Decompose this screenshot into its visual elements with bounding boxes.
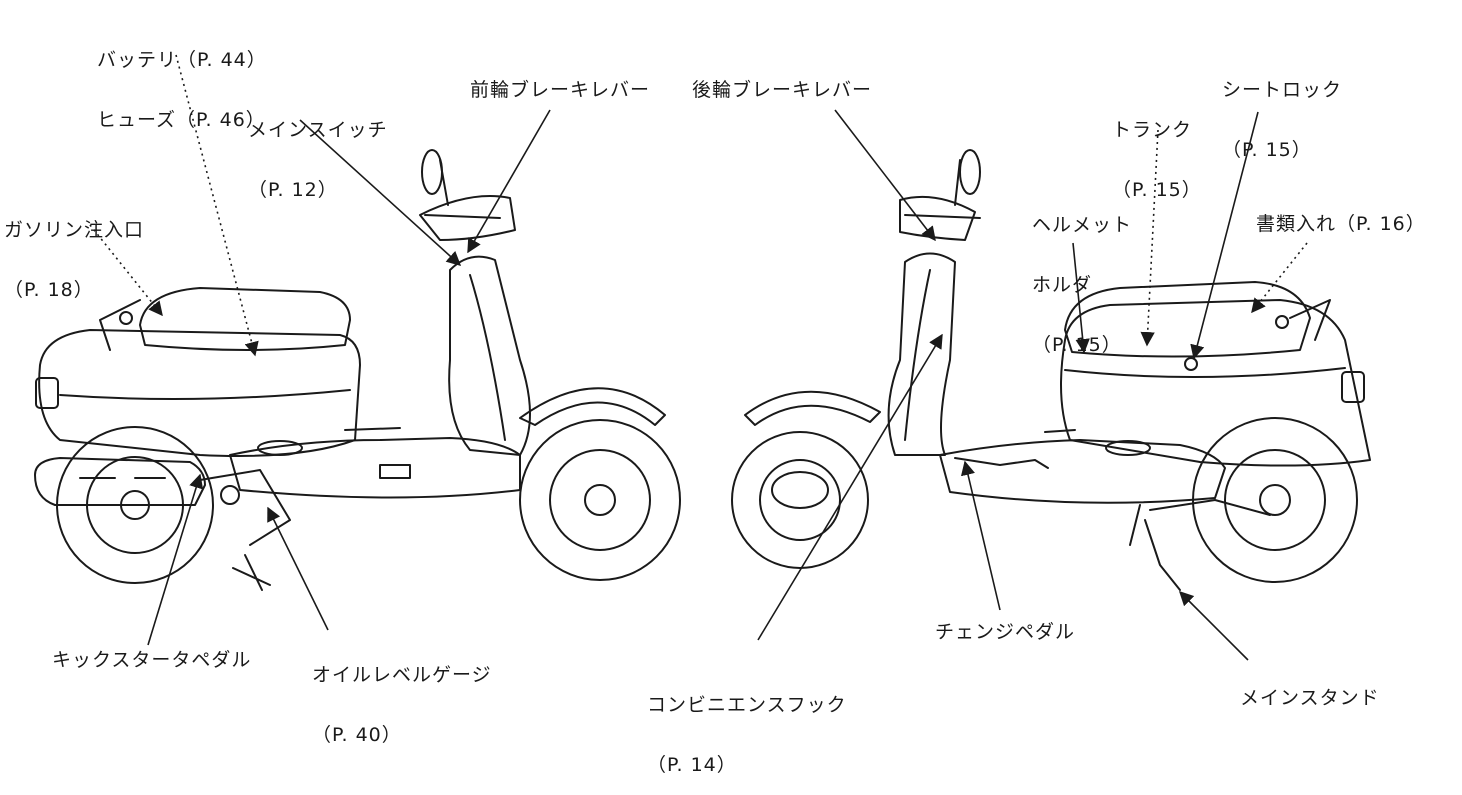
leader-change-pedal (960, 460, 1001, 611)
leader-main-stand (1178, 590, 1249, 661)
label-fuel-filler: ガソリン注入口 （P. 18） (4, 180, 144, 320)
leader-seat-lock (1190, 111, 1259, 360)
label-convenience-hook: コンビニエンスフック （P. 14） (647, 655, 847, 795)
leader-oil-level-gauge (267, 506, 329, 631)
label-seat-lock-page: （P. 15） (1222, 139, 1312, 161)
scooter-right-side-view (731, 149, 1371, 591)
leader-fuel-filler (89, 224, 163, 317)
leader-helmet-holder (1072, 242, 1090, 354)
front-wheel (519, 419, 681, 581)
label-helmet-holder: ヘルメット ホルダ （P. 15） (1032, 175, 1132, 375)
label-trunk-text: トランク (1112, 119, 1193, 141)
label-rear-brake-lever: 後輪ブレーキレバー (692, 79, 873, 101)
label-battery-fuse: バッテリ（P. 44） ヒューズ（P. 46） (97, 10, 267, 150)
label-fuse: ヒューズ（P. 46） (97, 109, 266, 131)
leader-document-box (1251, 242, 1308, 314)
leader-kick-starter-pedal (147, 473, 204, 646)
leader-main-switch (299, 119, 462, 266)
label-front-brake-lever: 前輪ブレーキレバー (470, 79, 651, 101)
label-change-pedal: チェンジペダル (935, 621, 1076, 643)
label-oil-level-gauge: オイルレベルゲージ （P. 40） (312, 625, 492, 765)
label-fuel-filler-page: （P. 18） (4, 279, 94, 301)
label-main-stand: メインスタンド (1240, 687, 1380, 709)
leader-convenience-hook (757, 333, 943, 641)
leader-front-brake-lever (467, 109, 551, 254)
label-main-switch: メインスイッチ （P. 12） (248, 80, 388, 220)
label-kick-starter-pedal: キックスタータペダル (52, 649, 252, 671)
label-helmet-holder-page: （P. 15） (1032, 334, 1122, 356)
label-seat-lock-text: シートロック (1222, 79, 1343, 101)
label-convenience-hook-page: （P. 14） (647, 754, 737, 776)
label-trunk: トランク （P. 15） (1112, 80, 1202, 220)
label-convenience-hook-text: コンビニエンスフック (647, 694, 847, 716)
leader-rear-brake-lever (834, 109, 936, 242)
label-oil-level-gauge-page: （P. 40） (312, 724, 402, 746)
label-helmet-holder-line1: ヘルメット (1032, 214, 1133, 236)
label-battery: バッテリ（P. 44） (97, 49, 267, 71)
label-document-box: 書類入れ（P. 16） (1256, 213, 1426, 235)
scooter-parts-diagram (34, 54, 1371, 661)
label-helmet-holder-line2: ホルダ (1032, 274, 1093, 296)
label-oil-level-gauge-text: オイルレベルゲージ (312, 664, 492, 686)
scooter-left-side-view (34, 149, 681, 591)
label-trunk-page: （P. 15） (1112, 179, 1202, 201)
leader-battery (175, 54, 259, 357)
label-main-switch-page: （P. 12） (248, 179, 338, 201)
front-wheel (731, 431, 869, 569)
leader-lines (89, 54, 1308, 661)
label-fuel-filler-text: ガソリン注入口 (4, 219, 145, 241)
label-main-switch-text: メインスイッチ (248, 119, 388, 141)
label-seat-lock: シートロック （P. 15） (1222, 40, 1342, 180)
